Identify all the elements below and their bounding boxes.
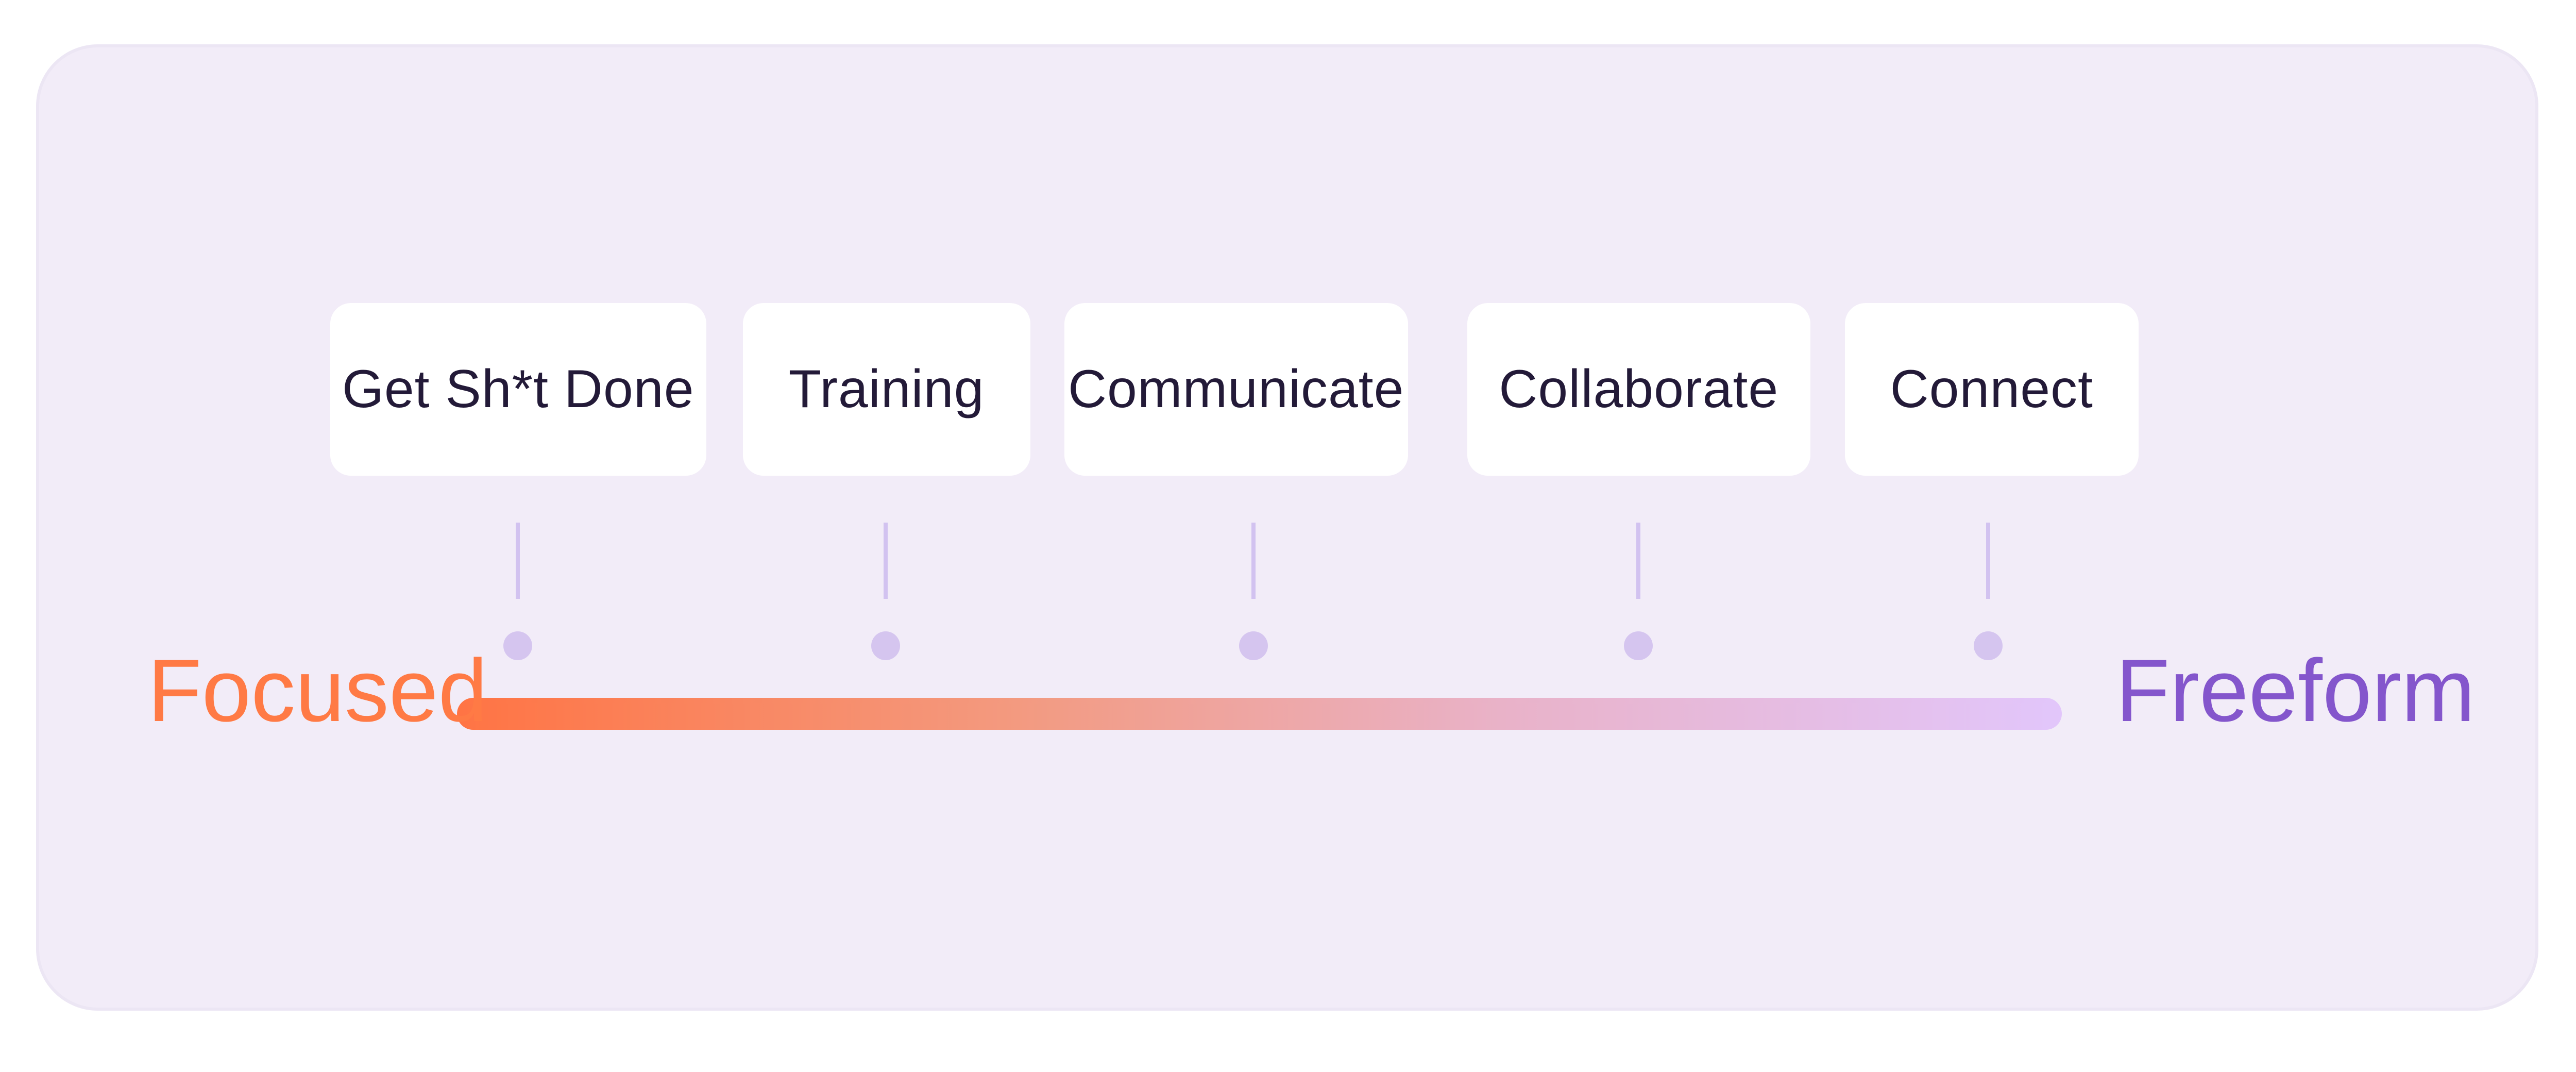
- category-label: Collaborate: [1499, 359, 1779, 419]
- label-freeform: Freeform: [2115, 641, 2476, 740]
- gradient-spectrum-bar: [456, 698, 2062, 730]
- connector-line: [883, 523, 888, 599]
- connector-line: [515, 523, 520, 599]
- marker-dot: [503, 631, 532, 660]
- category-communicate: Communicate: [1064, 303, 1408, 476]
- connector-line: [1251, 523, 1256, 599]
- marker-dot: [871, 631, 900, 660]
- label-focused: Focused: [147, 641, 488, 740]
- category-label: Communicate: [1067, 359, 1404, 419]
- spectrum-card: [36, 44, 2538, 1011]
- category-label: Connect: [1890, 359, 2093, 419]
- connector-line: [1636, 523, 1640, 599]
- category-training: Training: [742, 303, 1030, 476]
- marker-dot: [1973, 631, 2003, 660]
- marker-dot: [1239, 631, 1268, 660]
- connector-line: [1986, 523, 1990, 599]
- marker-dot: [1623, 631, 1653, 660]
- category-collaborate: Collaborate: [1467, 303, 1810, 476]
- category-connect: Connect: [1844, 303, 2139, 476]
- category-label: Training: [788, 359, 985, 419]
- category-label: Get Sh*t Done: [342, 359, 694, 419]
- category-get-done: Get Sh*t Done: [330, 303, 706, 476]
